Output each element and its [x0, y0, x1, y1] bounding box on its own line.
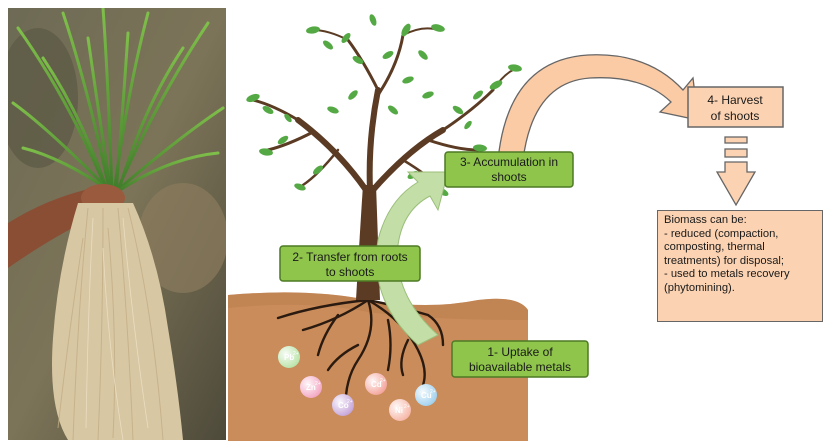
uptake-box: 1- Uptake of bioavailable metals — [452, 341, 588, 377]
metal-ion-charge: 2+ — [380, 378, 386, 384]
biomass-heading: Biomass can be: — [664, 214, 816, 228]
biomass-line: (phytomining). — [664, 282, 816, 296]
plant-roots-photo — [8, 8, 226, 440]
biomass-box: Biomass can be: - reduced (compaction, c… — [657, 210, 823, 322]
harvest-label-line2: of shoots — [711, 109, 760, 123]
biomass-line: treatments) for disposal; — [664, 255, 816, 269]
accumulation-label-line2: shoots — [491, 170, 526, 184]
accumulation-box: 3- Accumulation in shoots — [445, 152, 573, 187]
transfer-label-line1: 2- Transfer from roots — [292, 250, 407, 264]
metal-ion-zn: Zn2+ — [300, 376, 322, 398]
metal-ion-ni: Ni2+ — [389, 399, 411, 421]
harvest-arrow — [498, 55, 698, 160]
metal-ion-symbol: Ni — [395, 406, 403, 415]
biomass-line: composting, thermal — [664, 241, 816, 255]
metal-ion-charge: 2+ — [404, 404, 410, 410]
transfer-label-line2: to shoots — [326, 265, 375, 279]
metal-ion-pb: Pb2+ — [278, 346, 300, 368]
biomass-line: - used to metals recovery — [664, 268, 816, 282]
metal-ion-cd: Cd2+ — [365, 373, 387, 395]
metal-ion-cu: Cu2+ — [415, 384, 437, 406]
metal-ion-charge: 2+ — [293, 351, 299, 357]
harvest-label-line1: 4- Harvest — [707, 93, 763, 107]
down-arrow — [717, 137, 755, 205]
accumulation-label-line1: 3- Accumulation in — [460, 155, 558, 169]
biomass-line: - reduced (compaction, — [664, 228, 816, 242]
metal-ion-co: Co2+ — [332, 394, 354, 416]
transfer-box: 2- Transfer from roots to shoots — [280, 246, 420, 281]
harvest-box: 4- Harvest of shoots — [688, 87, 783, 127]
uptake-label-line1: 1- Uptake of — [487, 345, 553, 359]
metal-ion-charge: 2+ — [315, 381, 321, 387]
metal-ion-charge: 2+ — [430, 389, 436, 395]
uptake-label-line2: bioavailable metals — [469, 360, 571, 374]
metal-ion-charge: 2+ — [347, 399, 353, 405]
